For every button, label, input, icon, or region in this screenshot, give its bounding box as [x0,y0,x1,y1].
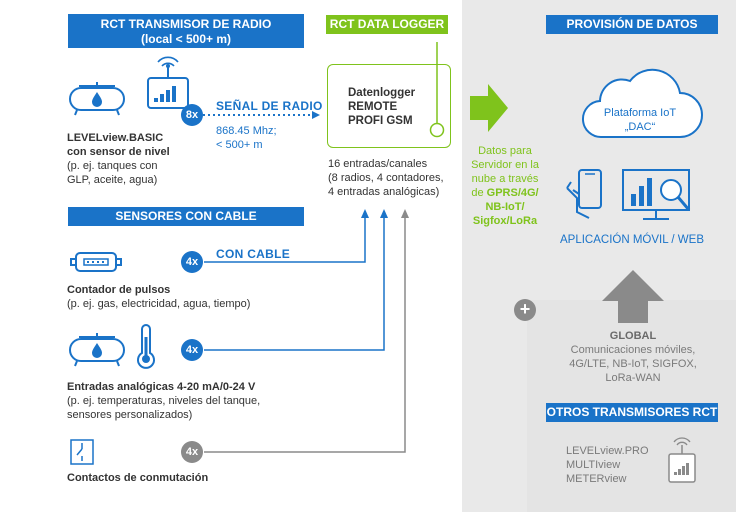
analog-desc-2: sensores personalizados) [67,409,193,421]
other-transmitter-1: LEVELview.PRO [566,445,649,457]
cloud-text-2: Servidor en la [471,159,539,171]
pulse-title: Contador de pulsos [67,284,171,296]
radio-transmitter-icon [147,56,189,109]
analog-wire-line [204,217,385,351]
global-up-arrow [602,270,664,323]
radio-signal-label: SEÑAL DE RADIO [216,99,323,113]
mobile-hand-icon [566,169,602,219]
logger-desc-3: 4 entradas analógicas) [328,186,440,198]
logger-desc-1: 16 entradas/canales [328,158,428,170]
logger-name-1: Datenlogger [348,87,416,99]
web-dashboard-icon [622,169,691,220]
radio-frequency: 868.45 Mhz; [216,125,277,137]
wired-label: CON CABLE [216,247,291,261]
cloud-text-4-bold: GPRS/4G/ [486,187,539,199]
plus-icon: + [514,299,536,321]
switch-wire-line [204,217,406,453]
cloud-text-1: Datos para [478,145,532,157]
analog-wire-arrowhead [380,209,388,218]
analog-tank-icon [69,333,125,367]
levelview-title-1: LEVELview.BASIC [67,132,164,144]
cloud-text-6: Sigfox/LoRa [472,215,538,227]
logger-desc-2: (8 radios, 4 contadores, [328,172,444,184]
app-label: APLICACIÓN MÓVIL / WEB [560,234,704,246]
iot-platform-line-1: Plataforma IoT [603,107,677,119]
pulse-wire-arrowhead [361,209,369,218]
iot-platform-line-2: „DAC“ [624,121,656,133]
pulse-desc: (p. ej. gas, electricidad, agua, tiempo) [67,298,251,310]
logger-name-2: REMOTE [348,101,398,113]
pulse-wire-line [204,217,366,263]
pulse-counter-icon [70,252,122,272]
analog-desc-1: (p. ej. temperaturas, niveles del tanque… [67,395,261,407]
cloud-text-4: de GPRS/4G/ [462,186,548,200]
data-logger-box [327,64,451,148]
data-provision-header: PROVISIÓN DE DATOS [546,15,718,34]
cloud-text-4-prefix: de [471,187,487,199]
logger-antenna-icon [429,42,445,138]
levelview-count-badge: 8x [181,104,203,126]
tank-icon [69,82,125,116]
switch-title: Contactos de conmutación [67,472,209,484]
cloud-text-5: NB-IoT/ [485,201,525,213]
other-transmitter-device-icon [668,437,696,483]
cloud-transfer-text: Datos para Servidor en la nube a través … [462,144,548,228]
logger-name-3: PROFI GSM [348,115,413,127]
radio-range: < 500+ m [216,139,263,151]
switch-count-badge: 4x [181,441,203,463]
analog-title: Entradas analógicas 4-20 mA/0-24 V [67,381,256,393]
switch-contact-icon [70,439,94,465]
radio-transmitter-title: RCT TRANSMISOR DE RADIO [100,17,272,31]
other-transmitter-2: MULTIview [566,459,621,471]
pulse-count-badge: 4x [181,251,203,273]
upload-arrow [470,84,508,132]
global-title: GLOBAL [609,330,657,342]
data-logger-header: RCT DATA LOGGER [326,15,448,34]
thermometer-icon [137,324,155,369]
cloud-icon [581,68,703,139]
other-transmitter-3: METERview [566,473,627,485]
radio-transmitter-header: RCT TRANSMISOR DE RADIO (local < 500+ m) [68,14,304,48]
levelview-desc-1: (p. ej. tanques con [67,160,158,172]
global-line-2: 4G/LTE, NB-IoT, SIGFOX, [569,358,697,370]
levelview-desc-2: GLP, aceite, agua) [67,174,158,186]
global-line-3: LoRa-WAN [605,372,661,384]
cloud-text-3: nube a través [471,173,539,185]
global-line-1: Comunicaciones móviles, [570,344,696,356]
analog-count-badge: 4x [181,339,203,361]
radio-transmitter-subtitle: (local < 500+ m) [140,32,232,46]
switch-wire-arrowhead [401,209,409,218]
wired-sensors-header: SENSORES CON CABLE [68,207,304,226]
other-transmitters-header: OTROS TRANSMISORES RCT [546,403,718,422]
radio-signal-arrowhead [312,111,320,119]
levelview-title-2: con sensor de nivel [67,146,170,158]
